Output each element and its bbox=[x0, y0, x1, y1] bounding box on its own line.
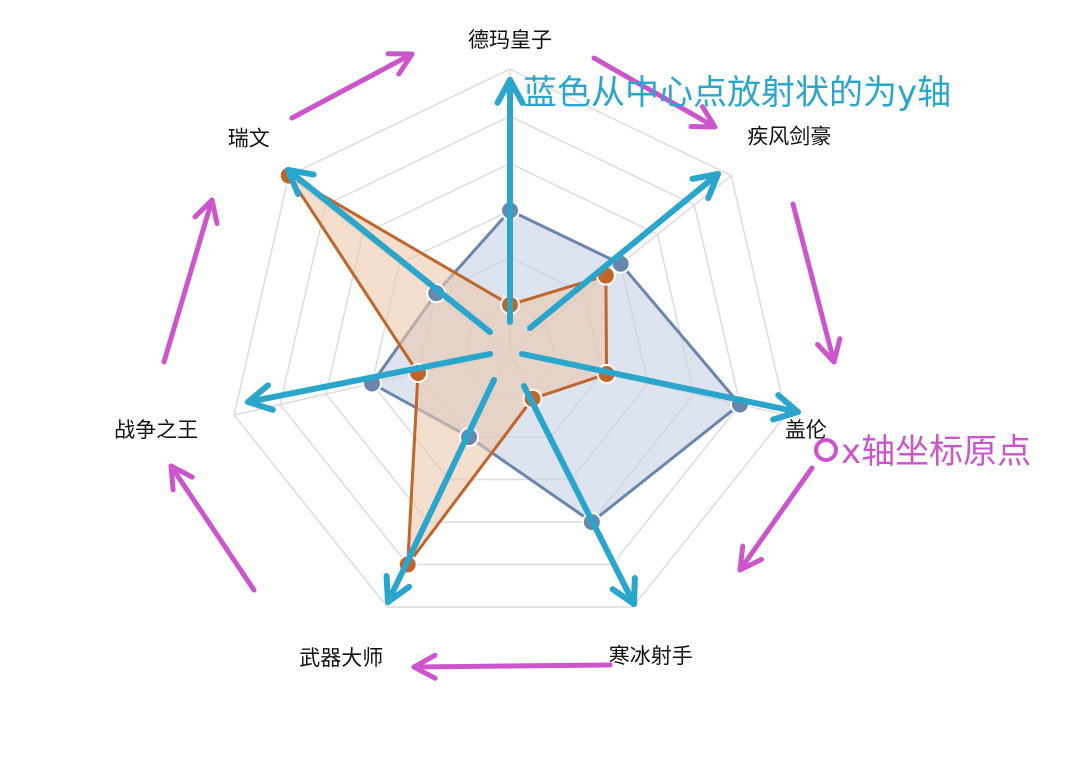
axis-label: 瑞文 bbox=[228, 127, 270, 151]
y-axis-arrow-head bbox=[770, 392, 801, 423]
y-axis-arrow bbox=[385, 377, 497, 605]
x-direction-arrow-head bbox=[192, 197, 220, 226]
y-axis-arrow-head bbox=[285, 167, 317, 197]
x-origin-marker bbox=[814, 438, 838, 462]
axis-label: 寒冰射手 bbox=[609, 644, 693, 668]
x-direction-arrow-head bbox=[385, 51, 415, 77]
axis-label: 疾风剑豪 bbox=[747, 125, 831, 149]
x-direction-arrow-head bbox=[411, 652, 438, 681]
y-axis-arrow-head bbox=[689, 171, 721, 202]
y-axis-arrow-head bbox=[383, 573, 413, 605]
axis-label: 盖伦 bbox=[785, 418, 827, 442]
y-axis-arrow bbox=[285, 167, 493, 335]
x-direction-arrow bbox=[737, 465, 815, 573]
x-direction-arrows bbox=[161, 51, 843, 681]
y-axis-arrow-head bbox=[245, 382, 276, 413]
y-axis-arrow-head bbox=[609, 575, 638, 607]
y-axis-arrow bbox=[521, 383, 637, 607]
radar-series bbox=[287, 174, 742, 566]
x-direction-arrow-head bbox=[815, 336, 843, 365]
axis-label: 德玛皇子 bbox=[468, 28, 552, 52]
y-axis-annotation: 蓝色从中心点放射状的为y轴 bbox=[523, 73, 951, 113]
y-axis-arrow bbox=[519, 351, 801, 415]
axis-label: 武器大师 bbox=[299, 646, 383, 670]
y-axis-arrow bbox=[527, 171, 721, 331]
x-direction-arrow-head bbox=[737, 543, 765, 573]
x-direction-arrow bbox=[411, 662, 613, 670]
axis-label: 战争之王 bbox=[114, 418, 198, 442]
x-direction-arrow-head bbox=[688, 104, 718, 130]
x-direction-arrow bbox=[289, 51, 415, 121]
y-axis-arrow bbox=[245, 351, 493, 405]
grid-ring bbox=[233, 68, 787, 608]
x-origin-annotation: x轴坐标原点 bbox=[841, 432, 1031, 472]
y-axis-arrows bbox=[245, 77, 801, 607]
x-direction-arrow bbox=[591, 55, 718, 130]
y-axis-arrow-head bbox=[494, 77, 526, 106]
series-2-area bbox=[287, 174, 609, 566]
x-direction-arrow bbox=[168, 463, 257, 593]
grid-ring bbox=[279, 115, 741, 566]
x-direction-arrow bbox=[161, 197, 215, 365]
x-direction-arrow-head bbox=[168, 463, 195, 493]
x-direction-arrow bbox=[790, 201, 837, 365]
